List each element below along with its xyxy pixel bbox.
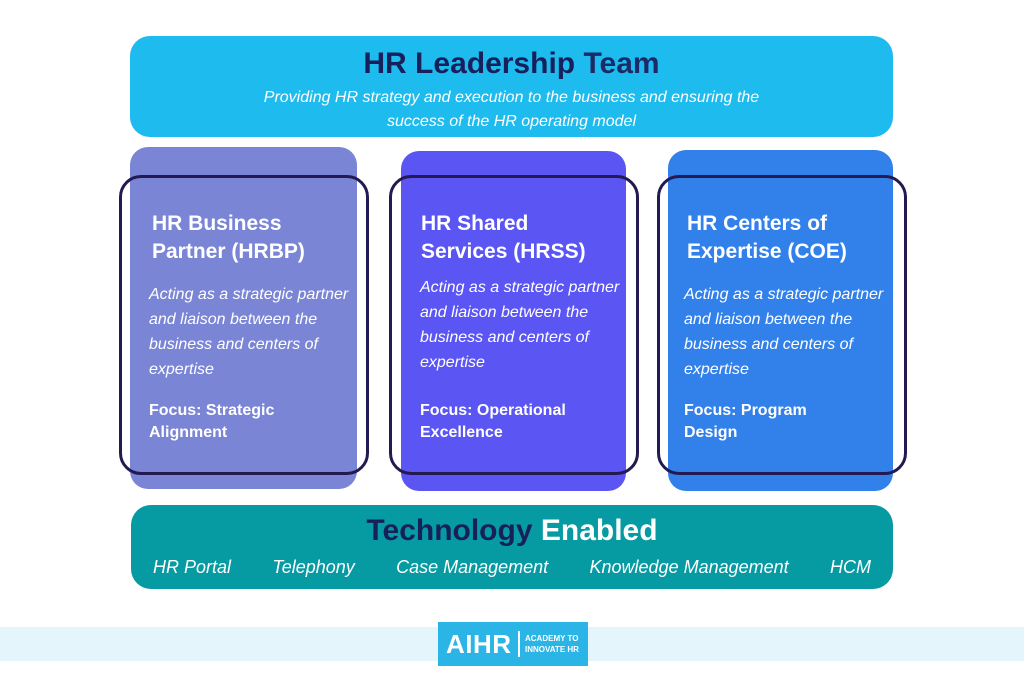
leadership-title-part2: Team: [583, 47, 660, 80]
aihr-logo-tagline: ACADEMY TO INNOVATE HR: [525, 633, 579, 655]
hrss-title: HR Shared Services (HRSS): [421, 212, 586, 263]
technology-title-part2: Enabled: [540, 514, 658, 547]
technology-item: Knowledge Management: [589, 557, 789, 577]
hrss-card-outline: [389, 175, 639, 475]
technology-item: HCM: [829, 557, 871, 577]
leadership-subtitle: Providing HR strategy and execution to t…: [263, 89, 760, 130]
technology-title: Technology Enabled: [131, 511, 893, 551]
leadership-banner: HR Leadership Team Providing HR strategy…: [130, 36, 893, 137]
hrbp-card-outline: [119, 175, 369, 475]
aihr-logo-tagline-line1: ACADEMY TO: [525, 634, 579, 643]
hrss-description: Acting as a strategic partner and liaiso…: [420, 279, 620, 371]
hrss-focus: Focus: Operational Excellence: [420, 402, 566, 441]
hrbp-focus: Focus: Strategic Alignment: [149, 402, 275, 441]
coe-description: Acting as a strategic partner and liaiso…: [684, 286, 884, 378]
coe-card: [668, 150, 893, 491]
hrbp-title: HR Business Partner (HRBP): [152, 212, 305, 263]
hrss-card: [401, 151, 626, 491]
hrbp-card: [130, 147, 357, 489]
coe-card-outline: [657, 175, 907, 475]
coe-focus: Focus: Program Design: [684, 402, 807, 441]
aihr-logo-mark: AIHR: [446, 629, 512, 659]
leadership-title-part1: HR Leadership: [363, 47, 576, 80]
logo-divider: [518, 631, 520, 657]
technology-banner: Technology Enabled HR Portal Telephony C…: [131, 505, 893, 589]
aihr-logo: AIHR ACADEMY TO INNOVATE HR: [438, 622, 588, 666]
aihr-logo-tagline-line2: INNOVATE HR: [525, 645, 579, 654]
leadership-title: HR Leadership Team: [130, 44, 893, 84]
technology-items: HR Portal Telephony Case Management Know…: [153, 555, 871, 579]
technology-item: Telephony: [272, 557, 355, 577]
coe-title: HR Centers of Expertise (COE): [687, 212, 847, 263]
technology-item: Case Management: [396, 557, 549, 577]
technology-item: HR Portal: [153, 557, 232, 577]
hrbp-description: Acting as a strategic partner and liaiso…: [149, 286, 349, 378]
technology-title-part1: Technology: [366, 514, 533, 547]
